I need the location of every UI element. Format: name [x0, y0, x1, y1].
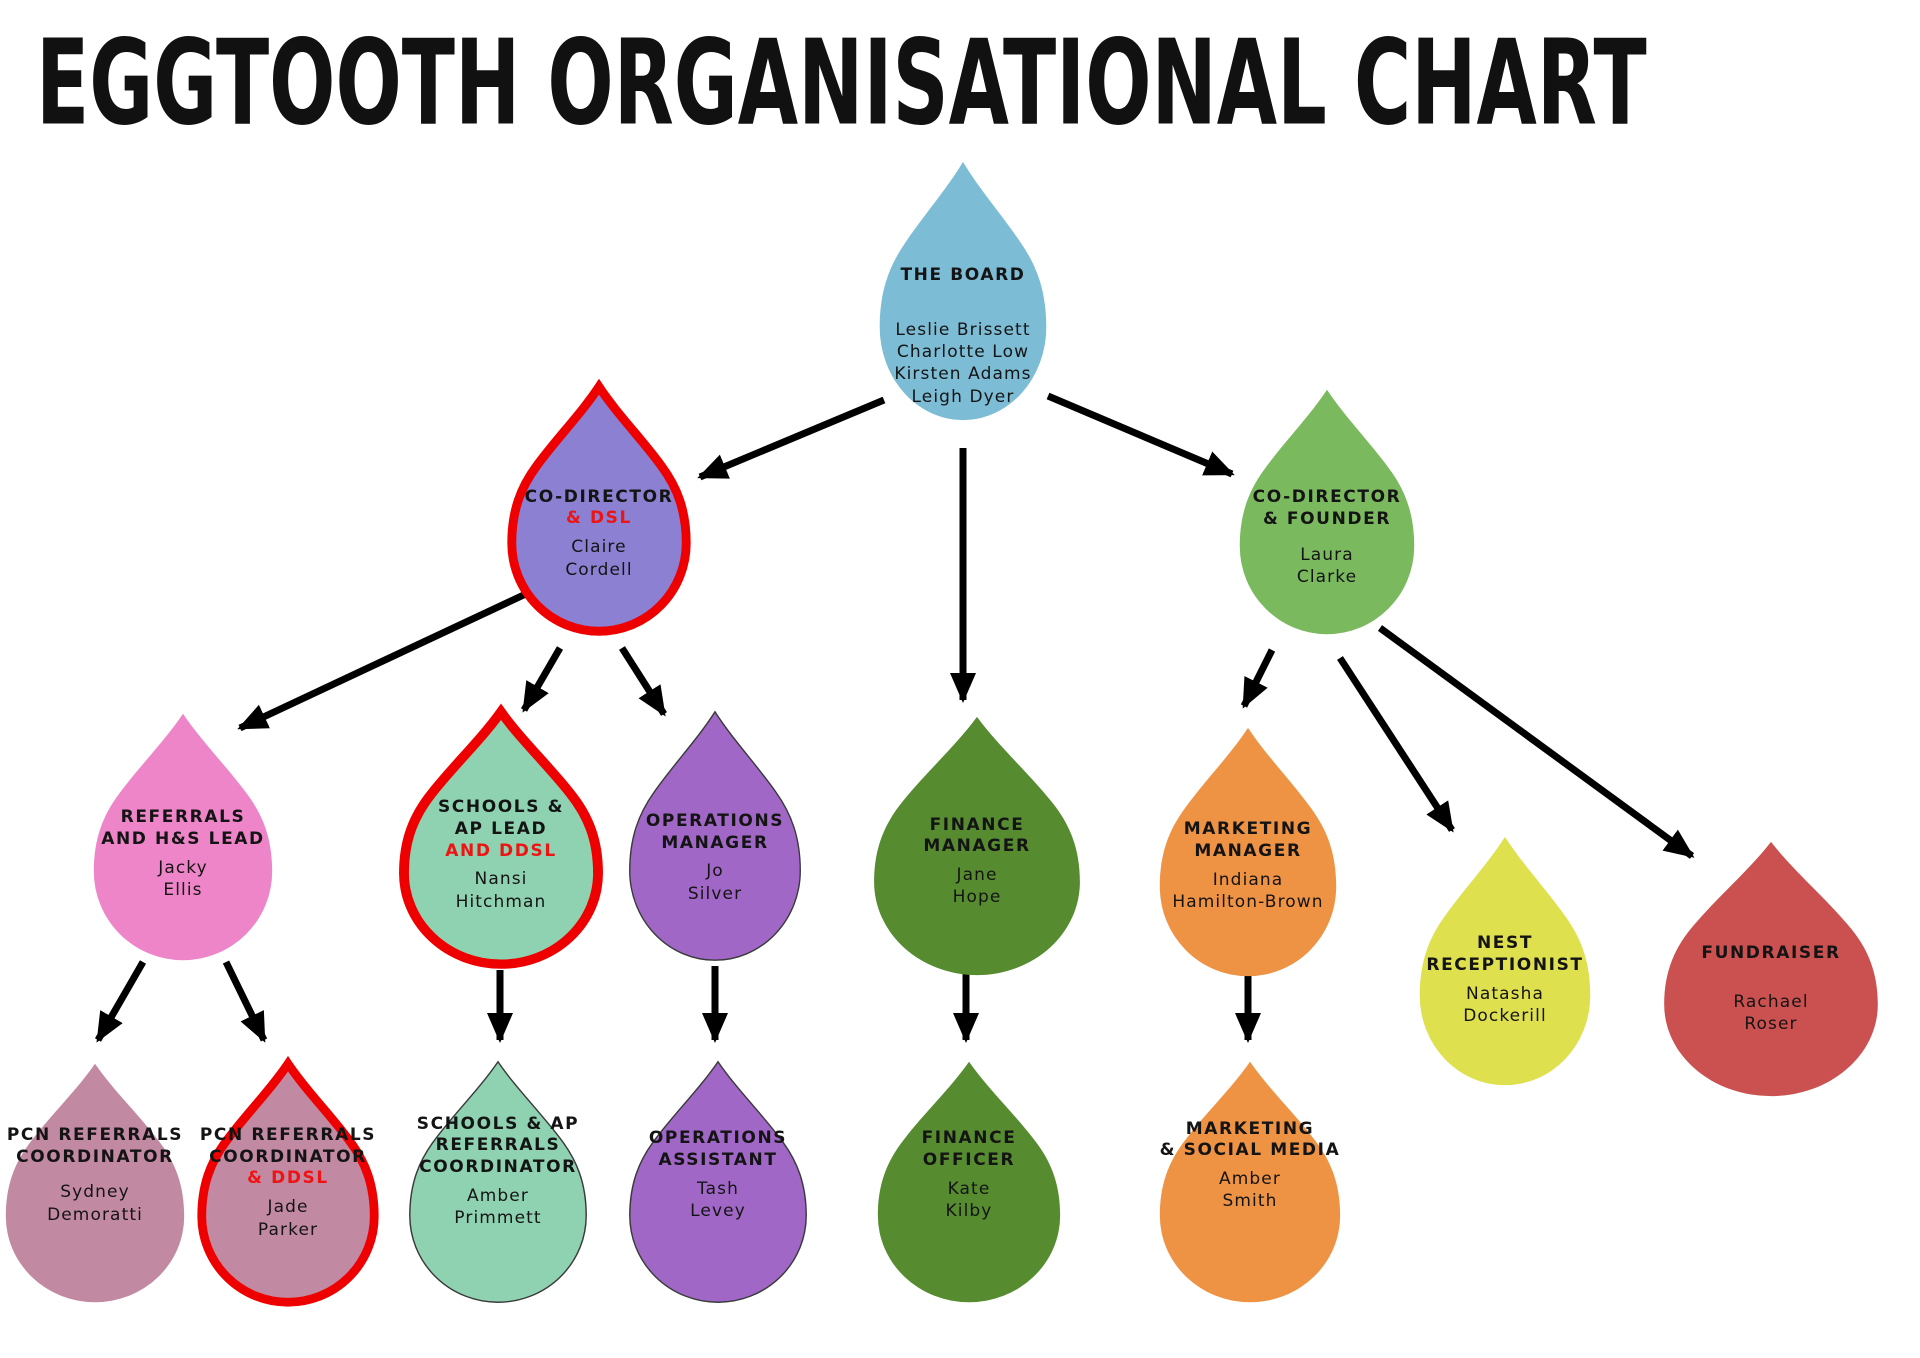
node-referrals-hs-lead: REFERRALS AND H&S LEAD Jacky Ellis: [92, 712, 274, 962]
arrow-referrals-to-pcn-coordinator-ddsl: [222, 960, 268, 1043]
person-names: Jade Parker: [257, 1197, 319, 1240]
egg-shape: [1159, 1061, 1341, 1303]
arrow-board-to-codirector-founder: [1046, 392, 1235, 478]
egg-shape: [1239, 389, 1415, 635]
egg-shape: [874, 716, 1080, 976]
egg-shape: [877, 1061, 1061, 1303]
arrow-founder-to-marketing-manager: [1240, 648, 1276, 709]
role-title: CO-DIRECTOR & FOUNDER: [1252, 487, 1402, 529]
arrow-dsl-to-schools-ap-lead: [520, 646, 564, 713]
role-title: THE BOARD: [900, 264, 1026, 285]
arrow-founder-to-nest-receptionist: [1337, 656, 1455, 833]
egg-shape: [507, 378, 691, 636]
person-names: Jane Hope: [952, 865, 1002, 908]
role-title: OPERATIONS ASSISTANT: [648, 1128, 788, 1171]
person-names: Amber Primmett: [454, 1185, 542, 1229]
person-names: Leslie Brissett Charlotte Low Kirsten Ad…: [894, 319, 1032, 407]
node-fundraiser: FUNDRAISER Rachael Roser: [1662, 840, 1880, 1098]
person-names: Natasha Dockerill: [1463, 983, 1547, 1027]
role-title: MARKETING & SOCIAL MEDIA: [1159, 1118, 1341, 1161]
egg-shape: [5, 1063, 185, 1303]
egg-shape: [93, 713, 273, 961]
egg-shape: [879, 161, 1047, 421]
person-names: Laura Clarke: [1296, 544, 1358, 588]
node-finance-manager: FINANCE MANAGER Jane Hope: [872, 715, 1082, 977]
egg-shape: [1159, 727, 1337, 977]
role-title: SCHOOLS & AP REFERRALS COORDINATOR: [416, 1113, 580, 1178]
role-title: FINANCE OFFICER: [921, 1128, 1017, 1171]
egg-shape: [629, 710, 801, 961]
role-title: CO-DIRECTOR: [524, 486, 674, 507]
role-title: OPERATIONS MANAGER: [645, 810, 785, 853]
node-co-director-dsl: CO-DIRECTOR & DSL Claire Cordell: [507, 378, 691, 636]
role-subtitle: AND DDSL: [445, 840, 557, 861]
chart-title: EGGTOOTH ORGANISATIONAL CHART: [36, 14, 1647, 153]
arrow-dsl-to-referrals: [237, 588, 532, 732]
role-title: MARKETING MANAGER: [1183, 819, 1313, 861]
role-title: NEST RECEPTIONIST: [1426, 933, 1584, 976]
arrow-referrals-to-pcn-coordinator: [94, 960, 147, 1043]
role-title: PCN REFERRALS COORDINATOR: [6, 1124, 184, 1167]
role-title: REFERRALS AND H&S LEAD: [101, 807, 265, 849]
role-title: FINANCE MANAGER: [923, 814, 1031, 857]
node-pcn-referrals-coordinator-ddsl: PCN REFERRALS COORDINATOR & DDSL Jade Pa…: [197, 1055, 379, 1307]
arrow-founder-to-fundraiser: [1377, 625, 1695, 859]
person-names: Tash Levey: [690, 1178, 746, 1222]
node-schools-ap-lead: SCHOOLS & AP LEAD AND DDSL Nansi Hitchma…: [399, 703, 603, 969]
node-finance-officer: FINANCE OFFICER Kate Kilby: [876, 1060, 1062, 1304]
node-operations-assistant: OPERATIONS ASSISTANT Tash Levey: [628, 1060, 808, 1304]
person-names: Rachael Roser: [1733, 991, 1809, 1035]
egg-shape: [409, 1060, 587, 1303]
egg-shape: [1664, 841, 1878, 1097]
node-the-board: THE BOARD Leslie Brissett Charlotte Low …: [878, 160, 1048, 422]
person-names: Nansi Hitchman: [455, 869, 547, 912]
arrow-dsl-to-operations-manager: [619, 646, 667, 717]
person-names: Amber Smith: [1219, 1169, 1281, 1212]
person-names: Jo Silver: [687, 861, 743, 904]
node-pcn-referrals-coordinator: PCN REFERRALS COORDINATOR Sydney Demorat…: [4, 1062, 186, 1304]
role-title: PCN REFERRALS COORDINATOR: [199, 1124, 377, 1167]
egg-shape: [629, 1060, 807, 1303]
egg-shape: [1419, 836, 1591, 1086]
person-names: Kate Kilby: [945, 1178, 993, 1222]
node-co-director-founder: CO-DIRECTOR & FOUNDER Laura Clarke: [1238, 388, 1416, 636]
node-operations-manager: OPERATIONS MANAGER Jo Silver: [628, 710, 802, 962]
role-title: FUNDRAISER: [1701, 943, 1841, 964]
role-title: SCHOOLS & AP LEAD: [437, 797, 565, 839]
node-schools-ap-referrals-coordinator: SCHOOLS & AP REFERRALS COORDINATOR Amber…: [408, 1060, 588, 1304]
person-names: Sydney Demoratti: [47, 1182, 143, 1225]
person-names: Jacky Ellis: [158, 857, 208, 900]
person-names: Claire Cordell: [565, 537, 633, 580]
egg-shape: [399, 703, 603, 969]
role-subtitle: & DDSL: [247, 1168, 329, 1189]
node-marketing-manager: MARKETING MANAGER Indiana Hamilton-Brown: [1158, 726, 1338, 978]
node-nest-receptionist: NEST RECEPTIONIST Natasha Dockerill: [1418, 835, 1592, 1087]
person-names: Indiana Hamilton-Brown: [1172, 869, 1324, 913]
arrow-board-to-codirector-dsl: [697, 396, 886, 481]
node-marketing-social-media: MARKETING & SOCIAL MEDIA Amber Smith: [1158, 1060, 1342, 1304]
role-subtitle: & DSL: [566, 508, 632, 529]
egg-shape: [197, 1055, 379, 1307]
